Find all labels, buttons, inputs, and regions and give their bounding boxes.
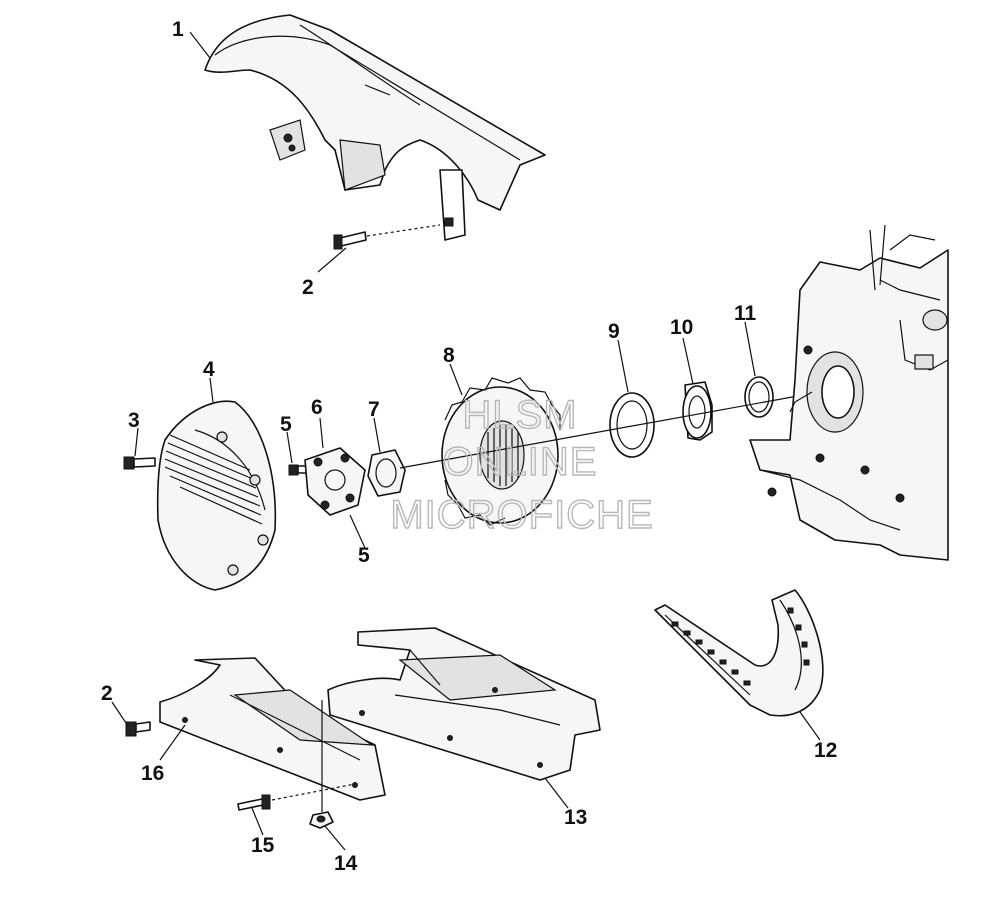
callout-10: 10 [670,316,693,339]
lower-belt-guard [327,627,601,781]
callout-2-bottom: 2 [101,682,113,705]
callout-6: 6 [311,396,323,419]
callout-14: 14 [334,852,358,875]
callout-3: 3 [128,409,140,432]
spacer-bearing [682,381,713,441]
transmission-case [749,224,949,561]
watermark-line-1: HLSM [462,393,577,437]
callout-5-top: 5 [280,413,292,436]
callout-13: 13 [564,806,587,829]
callout-11: 11 [734,302,757,325]
cover-screw [123,456,156,470]
primary-cover [156,400,277,591]
callout-1: 1 [172,18,184,41]
o-ring [744,376,774,418]
callout-12: 12 [814,739,837,762]
rivet [237,783,356,811]
screw-top [333,224,441,250]
watermark-line-2: ONLINE [443,440,598,484]
callout-7: 7 [368,398,380,421]
sprocket-nut [367,449,406,497]
callout-labels: 1 2 3 4 5 6 7 8 9 10 11 5 12 13 14 15 16… [101,18,837,875]
screw-bottom [125,721,151,737]
callout-8: 8 [443,344,455,367]
callout-5-mid: 5 [358,544,370,567]
callout-9: 9 [608,320,620,343]
callout-2-top: 2 [302,276,314,299]
lower-guard-left [159,657,386,801]
lock-plate [304,447,366,516]
watermark-line-3: MICROFICHE [390,493,653,537]
watermark: HLSM ONLINE MICROFICHE [390,392,654,537]
drive-belt [654,589,824,717]
seal-ring [609,392,655,458]
leader-lines [111,31,821,851]
callout-16: 16 [141,762,164,785]
transmission-sprocket [441,377,561,526]
upper-belt-guard [204,14,546,241]
callout-4: 4 [203,358,215,381]
callout-15: 15 [251,834,275,857]
small-nut [309,700,334,829]
